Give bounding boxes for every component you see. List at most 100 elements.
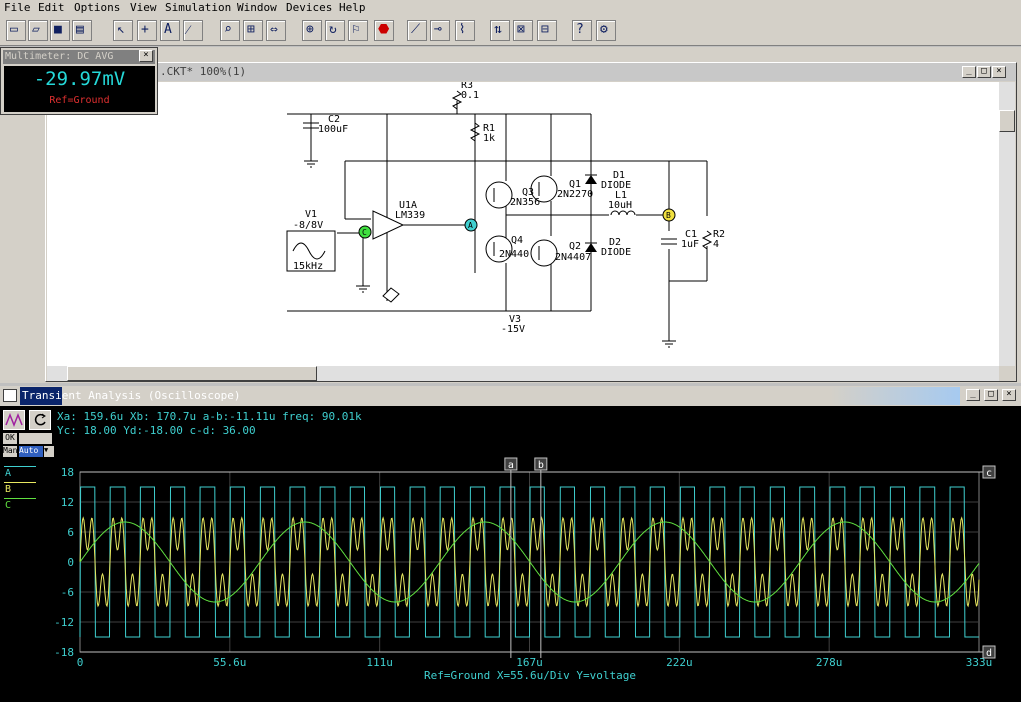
- plot-footer: Ref=Ground X=55.6u/Div Y=voltage: [424, 669, 636, 682]
- menu-window[interactable]: Window: [237, 1, 277, 14]
- label-c1: C1: [685, 229, 697, 240]
- q2-transistor: [530, 239, 558, 267]
- q4-transistor: [485, 235, 513, 263]
- minimize-button[interactable]: _: [962, 66, 976, 78]
- label-q1v: 2N2270: [557, 189, 593, 200]
- manual-button[interactable]: Man: [3, 446, 18, 457]
- menu-devices[interactable]: Devices: [286, 1, 333, 14]
- x-tick-label: 0: [77, 656, 84, 669]
- marker-icon[interactable]: ⟋: [407, 20, 427, 41]
- label-q2v: 2N4407: [555, 252, 591, 263]
- settings-icon[interactable]: ⚙: [596, 20, 616, 41]
- node-a-marker: [464, 218, 478, 232]
- v1-source: [286, 230, 336, 272]
- zoom-area-icon[interactable]: ⊞: [243, 20, 263, 41]
- label-r3v: 0.1: [461, 90, 479, 101]
- label-u1av: LM339: [395, 210, 425, 221]
- node-icon[interactable]: ⊸: [430, 20, 450, 41]
- open-icon[interactable]: ▱: [28, 20, 48, 41]
- label-d1: D1: [613, 170, 625, 181]
- component-icon[interactable]: ⊠: [513, 20, 533, 41]
- series-b: [79, 516, 980, 608]
- x-tick-label: 278u: [816, 656, 843, 669]
- menu-help[interactable]: Help: [339, 1, 366, 14]
- label-d2v: DIODE: [601, 247, 631, 258]
- legend-a: A: [5, 468, 12, 479]
- series-a: [79, 486, 979, 638]
- cursor-handle-b: [534, 457, 548, 471]
- wire-icon[interactable]: +: [137, 20, 157, 41]
- run-icon[interactable]: ⊕: [302, 20, 322, 41]
- menu-options[interactable]: Options: [74, 1, 121, 14]
- r3-resistor: [451, 90, 463, 110]
- print-icon[interactable]: ▤: [72, 20, 92, 41]
- cursor-handle-c: [982, 465, 996, 479]
- opamp-u1a: [372, 210, 405, 240]
- q3-transistor: [485, 181, 513, 209]
- label-q1: Q1: [569, 179, 581, 190]
- part-icon[interactable]: ⊟: [537, 20, 557, 41]
- pan-icon[interactable]: ⇔: [266, 20, 286, 41]
- svg-text:A: A: [468, 221, 473, 230]
- zoom-icon[interactable]: ⌕: [220, 20, 240, 41]
- ok-button[interactable]: OK: [3, 433, 17, 444]
- text-icon[interactable]: A: [160, 20, 180, 41]
- probe-icon[interactable]: ⁄: [183, 20, 203, 41]
- grid-icon[interactable]: ⇅: [490, 20, 510, 41]
- menu-simulation[interactable]: Simulation: [165, 1, 232, 14]
- waveform-mode-icon[interactable]: [3, 410, 25, 430]
- menu-edit[interactable]: Edit: [38, 1, 65, 14]
- cursor-arrows[interactable]: [19, 433, 52, 444]
- auto-dropdown-icon[interactable]: ▼: [44, 446, 54, 457]
- waveform-icon[interactable]: ⌇: [455, 20, 475, 41]
- circuit-window-titlebar[interactable]: .CKT* 100%(1): [46, 63, 1016, 81]
- x-tick-label: 111u: [366, 656, 393, 669]
- d1-diode: [585, 175, 597, 184]
- series-c: [79, 521, 980, 603]
- label-r1v: 1k: [483, 133, 495, 144]
- stop-icon[interactable]: ⬣: [374, 20, 394, 41]
- maximize-button[interactable]: □: [977, 66, 991, 78]
- q1-transistor: [530, 175, 558, 203]
- close-button[interactable]: ×: [992, 66, 1006, 78]
- multimeter-close-button[interactable]: ×: [139, 50, 153, 62]
- refresh-icon[interactable]: [29, 410, 51, 430]
- menu-view[interactable]: View: [130, 1, 157, 14]
- pointer-icon[interactable]: ↖: [113, 20, 133, 41]
- help-icon[interactable]: ?: [572, 20, 592, 41]
- cursor-label-c: c: [986, 468, 992, 479]
- sine-icon: [292, 242, 326, 260]
- scope-minimize-button[interactable]: _: [966, 389, 980, 401]
- scope-maximize-button[interactable]: □: [984, 389, 998, 401]
- multimeter-window[interactable]: Multimeter: DC AVG × -29.97mV Ref=Ground: [0, 47, 158, 115]
- y-tick-label: -12: [54, 616, 74, 629]
- label-r2v: 4: [713, 239, 719, 250]
- hscroll-thumb[interactable]: [67, 366, 317, 381]
- y-tick-label: -6: [61, 586, 74, 599]
- label-c1v: 1uF: [681, 239, 699, 250]
- reset-icon[interactable]: ⚐: [348, 20, 368, 41]
- save-icon[interactable]: ■: [50, 20, 70, 41]
- scope-titlebar[interactable]: Transient Analysis (Oscilloscope) _ □ ×: [0, 386, 1021, 406]
- scope-title: Transient Analysis (Oscilloscope): [22, 389, 241, 402]
- oscilloscope-panel: OK Man Auto ▼ Xa: 159.6u Xb: 170.7u a-b:…: [0, 406, 1021, 702]
- new-icon[interactable]: ▭: [6, 20, 26, 41]
- auto-button[interactable]: Auto: [19, 446, 43, 457]
- legend-c: C: [5, 500, 12, 511]
- cursor-readout-y: Yc: 18.00 Yd:-18.00 c-d: 36.00: [57, 424, 256, 437]
- circuit-window-title: .CKT* 100%(1): [160, 65, 247, 78]
- vertical-scrollbar[interactable]: [999, 82, 1015, 366]
- scope-close-button[interactable]: ×: [1002, 389, 1016, 401]
- label-r1: R1: [483, 123, 495, 134]
- label-v1: V1: [305, 209, 317, 220]
- label-q4v: 2N440: [499, 249, 529, 260]
- menu-file[interactable]: File: [4, 1, 31, 14]
- scroll-thumb[interactable]: [999, 110, 1015, 132]
- x-tick-label: 55.6u: [213, 656, 246, 669]
- x-tick-label: 333u: [966, 656, 993, 669]
- horizontal-scrollbar[interactable]: [47, 366, 999, 381]
- step-icon[interactable]: ↻: [325, 20, 345, 41]
